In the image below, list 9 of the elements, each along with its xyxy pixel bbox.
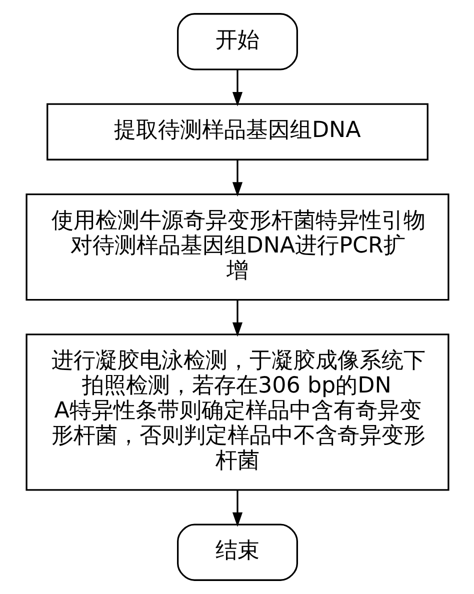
arrow [232,70,242,106]
arrow [232,160,242,197]
node-box: 提取待测样品基因组DNA [46,103,428,160]
arrow [232,490,242,527]
node-box: 结束 [176,524,298,581]
arrow [232,300,242,337]
node-box: 进行凝胶电泳检测，于凝胶成像系统下拍照检测，若存在306 bp的DNA特异性条带则确定样品中含有奇异变形杆菌，否则判定样品中不含奇异变形杆菌 [25,334,449,491]
node-box: 开始 [176,13,298,70]
node-box: 使用检测牛源奇异变形杆菌特异性引物对待测样品基因组DNA进行PCR扩增 [25,193,449,301]
